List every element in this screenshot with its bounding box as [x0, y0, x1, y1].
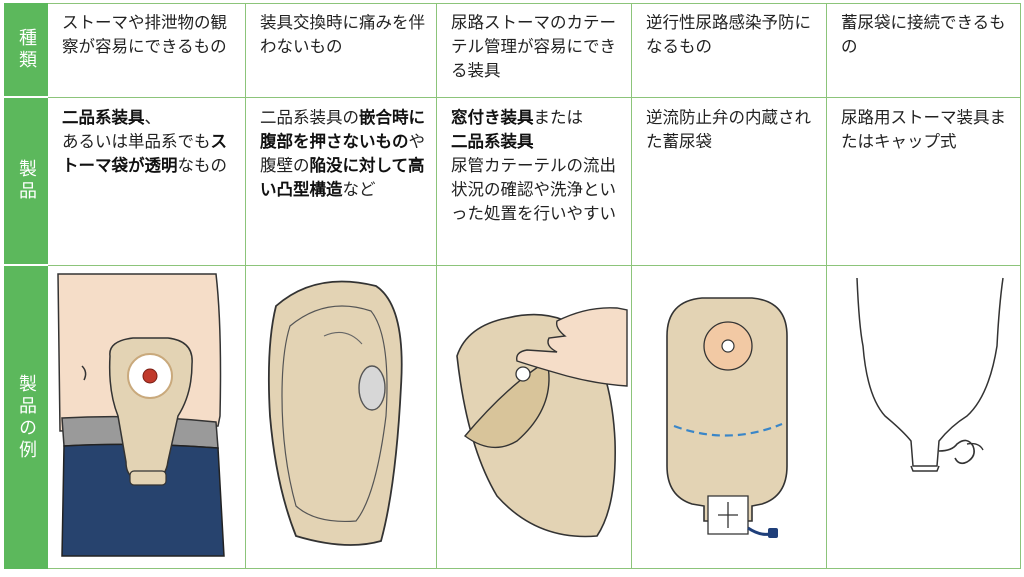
row-header-product: 製品	[4, 98, 48, 266]
convex-pouch-illustration	[267, 280, 403, 546]
example-cell-3	[437, 266, 632, 569]
row-header-type-label: 種類	[16, 27, 37, 72]
example-cell-4	[632, 266, 827, 569]
type-cell-3: 尿路ストーマのカテーテル管理が容易にできる装具	[437, 3, 632, 98]
example-cell-2	[246, 266, 437, 569]
product-cell-5: 尿路用ストーマ装具またはキャップ式	[827, 98, 1021, 266]
row-header-example-label: 製品の例	[16, 373, 37, 462]
window-pouch-with-hand-illustration	[456, 307, 628, 538]
product-cell-4: 逆流防止弁の内蔵された蓄尿袋	[632, 98, 827, 266]
product-cell-1: 二品系装具、あるいは単品系でもストーマ袋が透明なもの	[48, 98, 246, 266]
row-header-example: 製品の例	[4, 266, 48, 569]
stoma-appliance-table: 種類 製品 製品の例 ストーマや排泄物の観察が容易にできるもの 装具交換時に痛み…	[4, 3, 1021, 569]
type-cell-1: ストーマや排泄物の観察が容易にできるもの	[48, 3, 246, 98]
type-cell-5: 蓄尿袋に接続できるもの	[827, 3, 1021, 98]
urine-pouch-with-valve-illustration	[666, 297, 788, 538]
row-header-type: 種類	[4, 3, 48, 98]
example-cell-1	[48, 266, 246, 569]
product-cell-2: 二品系装具の嵌合時に腹部を押さないものや腹壁の陥没に対して高い凸型構造など	[246, 98, 437, 266]
example-cell-5	[827, 266, 1021, 569]
product-cell-3: 窓付き装具または二品系装具尿管カテーテルの流出状況の確認や洗浄といった処置を行い…	[437, 98, 632, 266]
type-cell-4: 逆行性尿路感染予防になるもの	[632, 3, 827, 98]
transparent-pouch-on-abdomen-illustration	[57, 273, 225, 557]
cap-type-urostomy-pouch-illustration	[856, 277, 1004, 472]
type-cell-2: 装具交換時に痛みを伴わないもの	[246, 3, 437, 98]
table-top-border	[48, 3, 1021, 4]
row-header-product-label: 製品	[16, 159, 37, 203]
